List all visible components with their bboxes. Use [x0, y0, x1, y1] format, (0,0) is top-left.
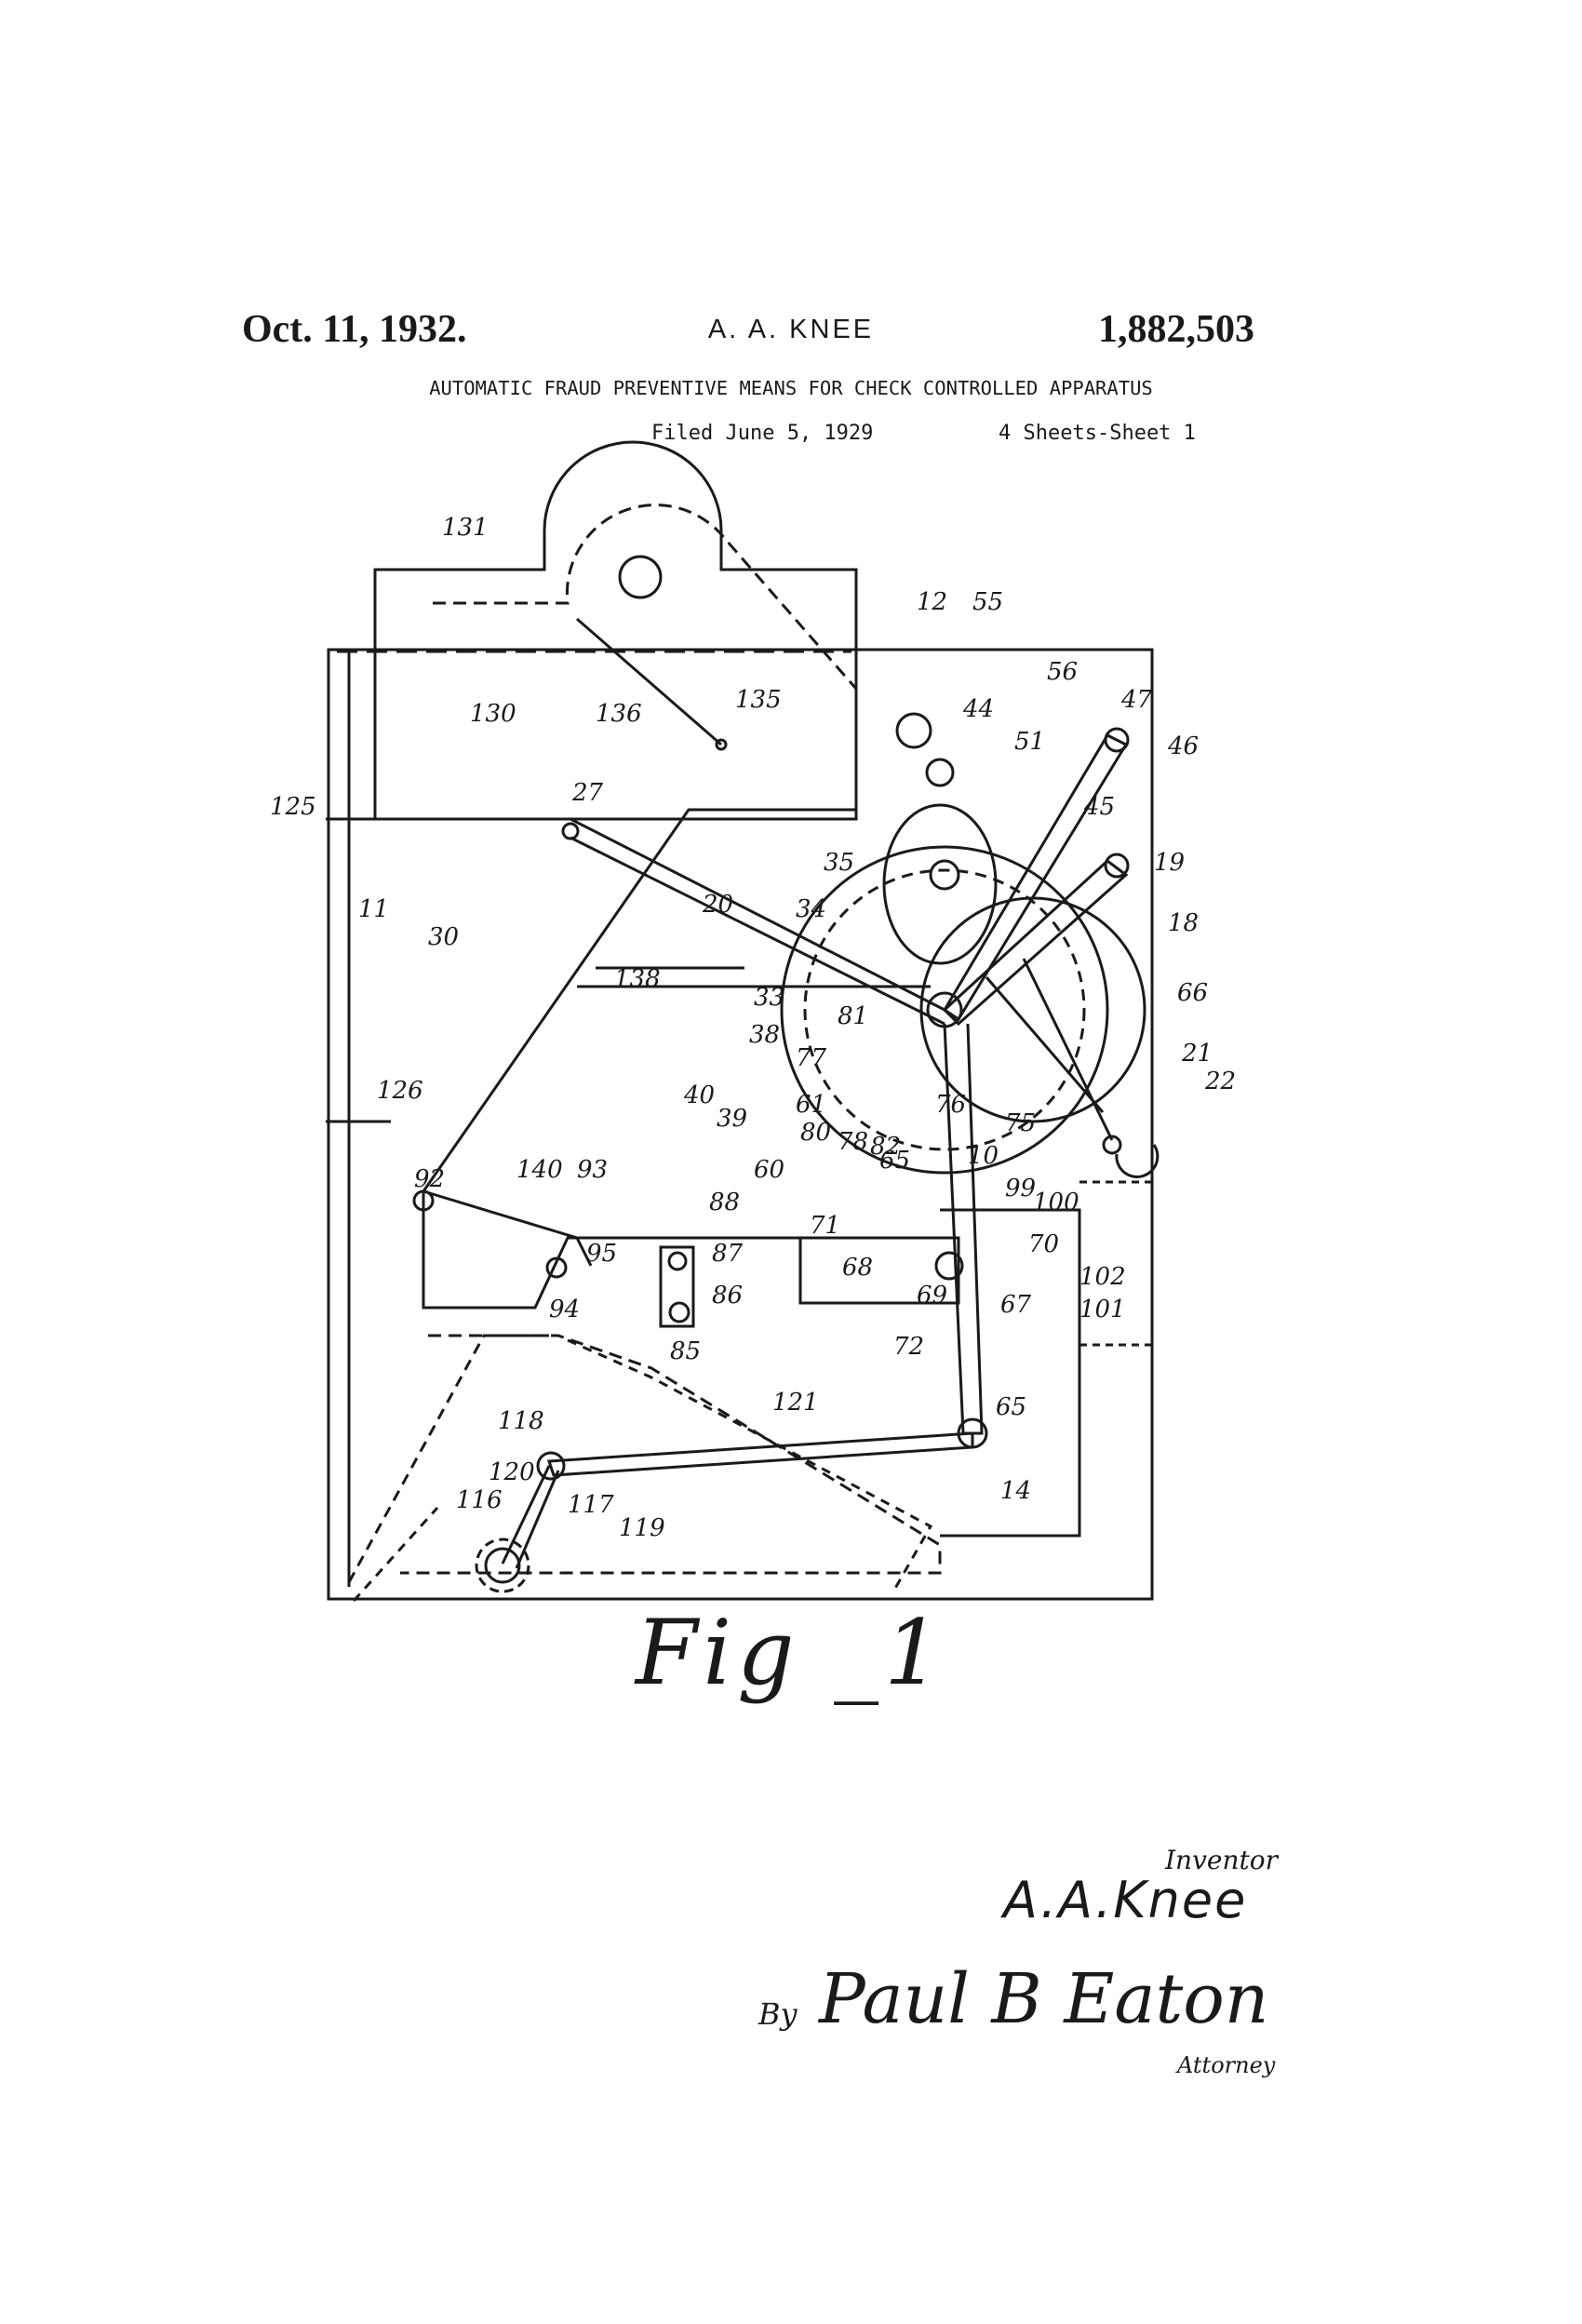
inventor-name: A. A. KNEE	[707, 315, 875, 344]
ref-125: 125	[270, 793, 316, 821]
ref-76: 76	[935, 1091, 966, 1119]
ref-95: 95	[586, 1240, 617, 1268]
ref-11: 11	[358, 895, 389, 923]
ref-99: 99	[1005, 1175, 1036, 1202]
ref-121: 121	[772, 1389, 819, 1417]
ref-140: 140	[516, 1156, 563, 1184]
filed-date: Filed June 5, 1929	[651, 422, 874, 445]
ref-47: 47	[1120, 686, 1153, 714]
ref-30: 30	[428, 923, 459, 951]
ref-136: 136	[596, 700, 642, 728]
ref-126: 126	[377, 1077, 423, 1105]
patent-number: 1,882,503	[1098, 308, 1254, 351]
ref-40: 40	[683, 1081, 715, 1109]
ref-69: 69	[917, 1282, 947, 1310]
ref-33: 33	[754, 984, 784, 1012]
ref-12: 12	[917, 588, 947, 616]
ref-45: 45	[1083, 793, 1115, 821]
ref-38: 38	[749, 1021, 780, 1049]
sheet-count: 4 Sheets-Sheet 1	[999, 422, 1196, 445]
ref-34: 34	[796, 895, 826, 923]
ref-70: 70	[1028, 1230, 1059, 1258]
inventor-signature: A.A.Knee	[1003, 1871, 1248, 1929]
ref-80: 80	[800, 1119, 831, 1147]
ref-78: 78	[838, 1128, 868, 1156]
attorney-label: Attorney	[1177, 2052, 1276, 2078]
ref-130: 130	[470, 700, 516, 728]
ref-46: 46	[1167, 732, 1199, 760]
ref-100: 100	[1033, 1189, 1079, 1216]
ref-68: 68	[842, 1254, 873, 1282]
reference-numerals: 131 12 55 56 47 46 130 136 135 44 51 45 …	[270, 514, 1236, 1542]
ref-67: 67	[1000, 1291, 1032, 1319]
ref-51: 51	[1014, 728, 1045, 756]
ref-92: 92	[414, 1165, 445, 1193]
ref-82: 82	[870, 1133, 901, 1161]
ref-131: 131	[442, 514, 489, 542]
ref-35: 35	[824, 849, 854, 877]
ref-44: 44	[962, 695, 994, 723]
ref-117: 117	[568, 1491, 614, 1519]
ref-61: 61	[796, 1091, 826, 1119]
ref-72: 72	[893, 1333, 924, 1361]
ref-135: 135	[735, 686, 782, 714]
ref-20: 20	[702, 891, 733, 919]
ref-85: 85	[670, 1337, 701, 1365]
ref-138: 138	[614, 965, 661, 993]
ref-18: 18	[1168, 909, 1199, 937]
ref-14: 14	[1000, 1477, 1031, 1505]
by-label: By	[758, 1996, 798, 2032]
ref-55: 55	[972, 588, 1003, 616]
ref-22: 22	[1204, 1068, 1236, 1095]
ref-101: 101	[1079, 1296, 1126, 1323]
ref-93: 93	[577, 1156, 608, 1184]
figure-label: Fig _1	[635, 1601, 947, 1705]
ref-10-upper: 10	[968, 1142, 999, 1170]
ref-118: 118	[498, 1407, 544, 1435]
ref-119: 119	[619, 1514, 665, 1542]
ref-21: 21	[1181, 1040, 1213, 1068]
ref-81: 81	[838, 1002, 868, 1030]
ref-19: 19	[1154, 849, 1185, 877]
ref-65-upper: 65	[879, 1147, 910, 1175]
inventor-label: Inventor	[1165, 1845, 1279, 1875]
ref-102: 102	[1079, 1263, 1126, 1291]
ref-65-lower: 65	[996, 1393, 1026, 1421]
ref-94: 94	[549, 1296, 580, 1323]
ref-88: 88	[709, 1189, 740, 1216]
ref-56: 56	[1047, 658, 1078, 686]
ref-66: 66	[1177, 979, 1208, 1007]
attorney-signature: Paul B Eaton	[819, 1959, 1269, 2039]
ref-27: 27	[571, 779, 604, 807]
ref-87: 87	[712, 1240, 744, 1268]
ref-77: 77	[796, 1044, 827, 1072]
ref-120: 120	[489, 1458, 535, 1486]
ref-116: 116	[456, 1486, 503, 1514]
ref-39: 39	[717, 1105, 747, 1133]
patent-title: AUTOMATIC FRAUD PREVENTIVE MEANS FOR CHE…	[429, 377, 1153, 399]
ref-60: 60	[754, 1156, 784, 1184]
ref-71: 71	[810, 1212, 840, 1240]
ref-75: 75	[1005, 1109, 1036, 1137]
ref-86: 86	[712, 1282, 743, 1310]
patent-date: Oct. 11, 1932.	[242, 308, 467, 351]
